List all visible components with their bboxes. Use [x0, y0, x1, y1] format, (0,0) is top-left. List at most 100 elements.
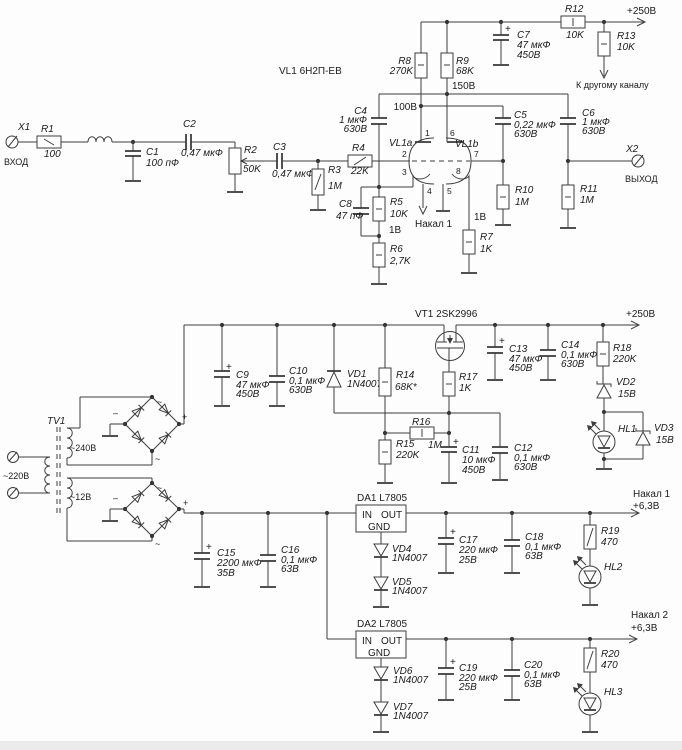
diode-VD7: VD7 1N4007: [372, 702, 428, 733]
capacitor-C9: + C9 47 мкФ 450В: [213, 325, 269, 407]
led-HL3: HL3: [573, 683, 623, 733]
r20-value: 470: [601, 660, 618, 671]
r7-value: 1K: [480, 244, 494, 255]
v1-left-label: 1В: [389, 225, 402, 236]
c12-voltage: 630В: [514, 462, 538, 473]
v150-label: 150В: [452, 81, 476, 92]
input-jack-x1: X1 ВХОД: [4, 122, 30, 167]
c9-plus: +: [226, 362, 232, 373]
da2-in: IN: [362, 636, 372, 647]
c2-ref: C2: [183, 119, 196, 130]
resistor-R15: R15 220K: [376, 433, 421, 484]
da1-gnd: GND: [368, 522, 390, 533]
c7-voltage: 450В: [517, 50, 541, 61]
da2-out: OUT: [381, 636, 402, 647]
input-caption: ВХОД: [4, 157, 28, 167]
c19-voltage: 25В: [458, 682, 477, 693]
c11-plus: +: [453, 437, 459, 448]
r8-value: 270K: [389, 66, 415, 77]
pin-8: 8: [456, 166, 461, 176]
c18-voltage: 63В: [525, 551, 543, 562]
pin-6: 6: [450, 128, 455, 138]
vd4-value: 1N4007: [392, 553, 427, 564]
capacitor-C3: C3 0,47 мкФ: [272, 142, 314, 180]
c14-ref: C14: [561, 340, 580, 351]
c15-plus: +: [206, 542, 212, 553]
r6-value: 2,7K: [389, 256, 412, 267]
c2-value: 0,47 мкФ: [181, 148, 223, 159]
vl1a-label: VL1a: [389, 138, 413, 149]
r18-ref: R18: [613, 343, 632, 354]
scan-artifact-band: [0, 741, 682, 750]
capacitor-C11: + C11 10 мкФ 450В: [440, 433, 495, 484]
capacitor-C14: C14 0,1 мкФ 630В: [539, 325, 597, 381]
vd1-ref: VD1: [347, 369, 366, 380]
vd6-value: 1N4007: [393, 675, 428, 686]
tube-VL1: VL1 6Н2П-ЕВ VL1a VL1b 1 6 2 7 3 8 4 5 На…: [279, 66, 479, 230]
c9-value: 47 мкФ: [236, 380, 269, 391]
r19-value: 470: [601, 537, 618, 548]
c13-voltage: 450В: [509, 363, 533, 374]
diode-VD4: VD4 1N4007: [374, 532, 427, 577]
c17-plus: +: [450, 527, 456, 538]
c5-value: 0,22 мкФ: [514, 120, 556, 131]
c7-value: 47 мкФ: [517, 40, 550, 51]
c11-voltage: 450В: [462, 465, 486, 476]
other-channel-label: К другому каналу: [576, 80, 649, 90]
plus250-top-label: +250В: [627, 6, 657, 17]
capacitor-C2: C2 0,47 мкФ: [181, 119, 223, 159]
c4-ref: C4: [354, 106, 367, 117]
heater1-arrow-label: Накал 1: [415, 219, 453, 230]
c18-value: 0,1 мкФ: [525, 542, 561, 553]
vd3-value: 15В: [656, 435, 674, 446]
c11-value: 10 мкФ: [462, 455, 495, 466]
vd7-ref: VD7: [393, 702, 413, 713]
capacitor-C6: C6 1 мкФ 630В: [560, 94, 610, 161]
r12-ref: R12: [565, 4, 584, 15]
regulator-DA2: DA2 L7805 IN OUT GND: [356, 619, 407, 659]
r7-ref: R7: [480, 232, 493, 243]
cathode-network: C8 47 пФ R5 10K 1В R6 2,7K: [336, 184, 413, 285]
r1-value: 100: [44, 149, 61, 160]
vd2-ref: VD2: [616, 377, 636, 388]
c6-voltage: 630В: [582, 126, 606, 137]
b-plus-rail: +250В: [184, 309, 656, 329]
x2-label: X2: [625, 144, 639, 155]
r3-ref: R3: [328, 165, 341, 176]
c13-value: 47 мкФ: [509, 354, 542, 365]
resistor-R11: R11 1M: [559, 158, 598, 229]
r10-value: 1M: [515, 197, 530, 208]
plus250-mid-label: +250В: [626, 309, 656, 320]
bridge1-minus: –: [113, 408, 118, 418]
c17-value: 220 мкФ: [458, 545, 498, 556]
c19-value: 220 мкФ: [458, 673, 498, 684]
pin-2: 2: [402, 149, 407, 159]
resistor-R12: R12 10K: [561, 4, 585, 41]
c14-voltage: 630В: [561, 359, 585, 370]
r13-value: 10K: [617, 42, 636, 53]
r16-value: 1M: [428, 440, 443, 451]
c6-value: 1 мкФ: [582, 117, 610, 128]
anode-nodes: 100В 150В: [379, 81, 568, 118]
c18-ref: C18: [525, 532, 544, 543]
r15-value: 220K: [395, 450, 421, 461]
capacitor-C15: + C15 2200 мкФ 35В: [193, 513, 262, 588]
c10-ref: C10: [289, 366, 308, 377]
capacitor-C4: C4 1 мкФ 630В: [339, 94, 387, 187]
r2-ref: R2: [244, 145, 257, 156]
hl2-label: HL2: [604, 562, 623, 573]
capacitor-C5: C5 0,22 мкФ 630В: [495, 110, 556, 161]
led-HL2: HL2: [573, 556, 623, 606]
bridge2-ac-top: ~: [157, 483, 162, 493]
output-jack-x2: X2 ВЫХОД: [568, 144, 658, 184]
c10-value: 0,1 мкФ: [289, 376, 325, 387]
resistor-R17: R17 1K: [443, 372, 478, 413]
resistor-R1: R1 100: [37, 124, 61, 160]
transformer-section: TV1 ~220В ~240В ~12В: [3, 325, 188, 549]
capacitor-C10: C10 0,1 мкФ 630В: [268, 325, 325, 407]
capacitor-C16: C16 0,1 мкФ 63В: [259, 513, 317, 588]
preamp-section: X1 ВХОД R1 100 C1 100 пФ C: [4, 4, 658, 285]
resistor-R20: R20 470: [584, 639, 620, 693]
resistor-R13: R13 10K К другому каналу: [576, 22, 649, 90]
